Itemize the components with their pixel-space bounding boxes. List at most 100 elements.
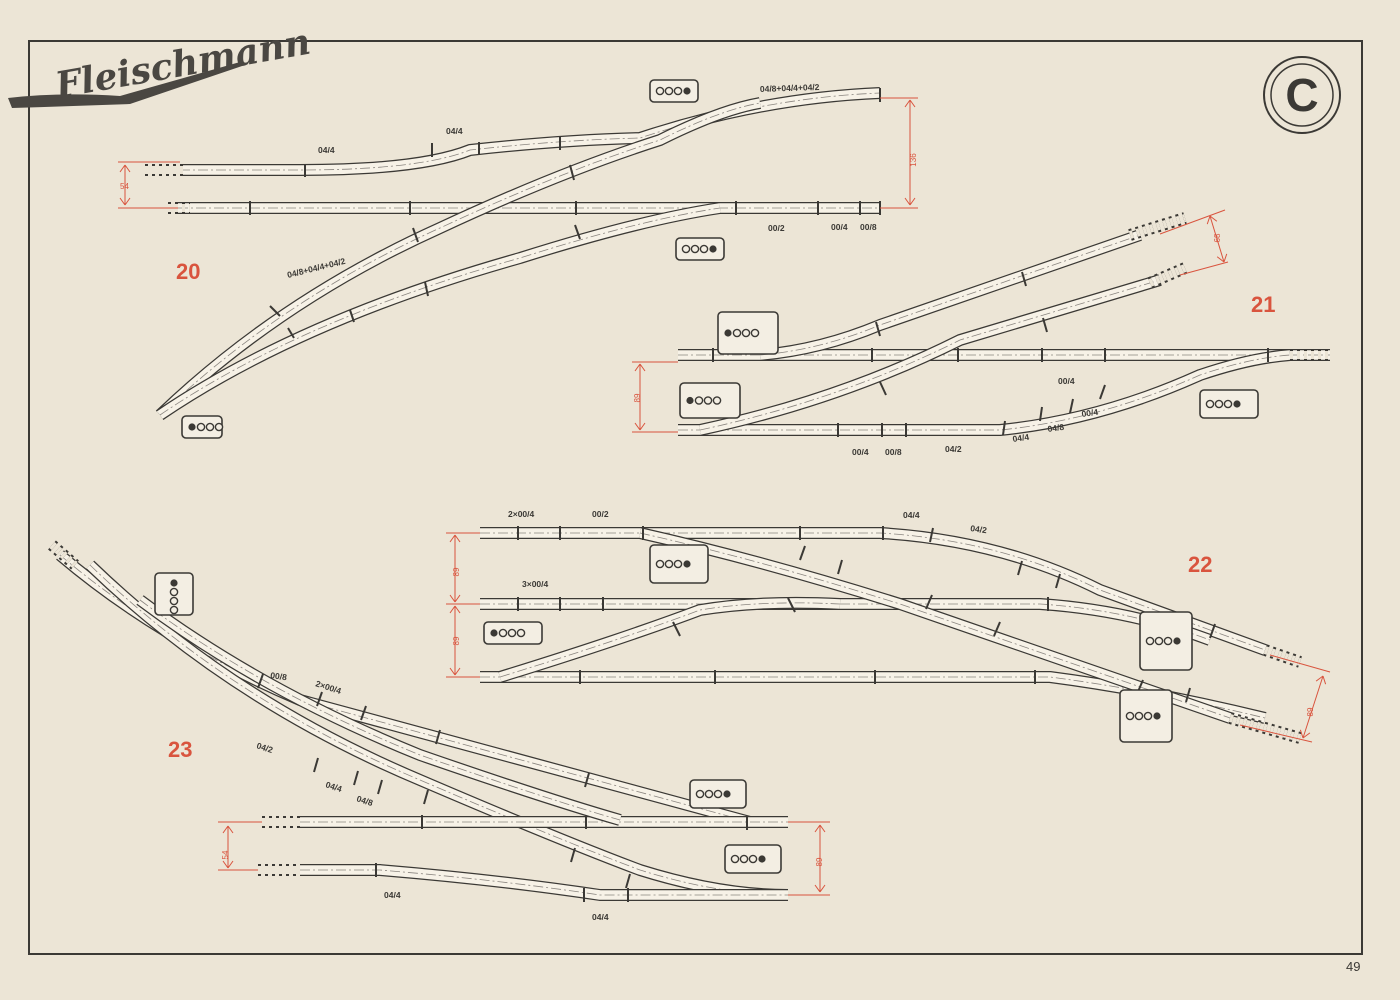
turnout-motor xyxy=(154,572,194,616)
turnout-motor-dot xyxy=(214,422,224,432)
d20-label: 04/4 xyxy=(446,126,463,136)
track-centerline xyxy=(499,602,841,678)
rail-joint xyxy=(625,873,631,889)
dimension-marker xyxy=(1206,215,1228,263)
rail-joint xyxy=(1209,623,1216,639)
rail-joint xyxy=(1039,406,1043,422)
rail-joint xyxy=(837,559,843,575)
rail-joint xyxy=(424,281,429,297)
turnout-motor-dot xyxy=(1125,711,1135,721)
turnout-motor-dot xyxy=(169,605,179,615)
turnout-motor-layer xyxy=(154,79,1259,874)
rail-joint xyxy=(574,224,581,240)
d23-label: 04/8 xyxy=(355,793,374,808)
rail-joint xyxy=(257,673,264,689)
d21-dimension: 68 xyxy=(1213,233,1222,242)
d21-label: 00/4 xyxy=(852,447,869,457)
turnout-motor-dot xyxy=(1173,637,1181,645)
turnout-motor xyxy=(675,237,725,261)
track-edge xyxy=(156,202,721,420)
track-segment xyxy=(678,349,1291,436)
dimension-marker xyxy=(814,824,826,893)
dimension-arrow xyxy=(449,534,461,543)
turnout-motor-dot xyxy=(1163,636,1173,646)
turnout-motor-dot xyxy=(188,423,196,431)
turnout-motor-dot xyxy=(758,855,766,863)
d23-label: 00/8 xyxy=(270,670,288,682)
turnout-motor-dot xyxy=(205,422,215,432)
rail-joint xyxy=(313,757,319,773)
track-centerline xyxy=(699,279,1161,431)
rail-joint xyxy=(1099,384,1106,400)
rail-joint xyxy=(672,621,681,637)
track-bed xyxy=(157,203,721,419)
dimension-arrow xyxy=(449,605,461,614)
turnout-motor xyxy=(649,79,699,103)
dimension-marker xyxy=(222,825,234,869)
dimension-marker xyxy=(119,164,131,206)
track-centerline xyxy=(89,564,789,896)
track-continuation-gap xyxy=(1228,714,1302,742)
rail-joint xyxy=(929,527,934,543)
turnout-motor-dot xyxy=(681,244,691,254)
dimension-marker xyxy=(449,534,461,603)
turnout-motor-dot xyxy=(1205,399,1215,409)
turnout-motor-dot xyxy=(1154,636,1164,646)
track-centerline xyxy=(159,102,761,416)
turnout-motor-dot xyxy=(703,396,713,405)
turnout-motor-dot xyxy=(713,789,723,799)
turnout-motor-dot xyxy=(690,244,700,254)
rail-joint xyxy=(1017,560,1023,576)
d21-label: 00/8 xyxy=(885,447,902,457)
rail-joint xyxy=(570,847,576,863)
d22-dimension: 89 xyxy=(1306,707,1315,716)
d22-dimension: 89 xyxy=(452,636,461,645)
dimension-arrow xyxy=(904,99,916,108)
track-segment xyxy=(480,598,1213,646)
track-centerline xyxy=(639,532,1231,719)
turnout-motor-dot xyxy=(748,854,758,864)
rail-joint xyxy=(287,327,295,339)
track-segment xyxy=(698,274,1162,436)
turnout-motor-dot xyxy=(1233,400,1241,408)
turnout-motor-dot xyxy=(686,396,694,405)
dimension-arrow xyxy=(119,164,131,173)
turnout-motor-dot xyxy=(664,559,674,569)
rail-joint xyxy=(1185,687,1191,703)
dimension-arrow xyxy=(222,825,234,834)
turnout-motor-dot xyxy=(750,328,760,338)
turnout-motor-dot xyxy=(724,329,732,337)
track-segment xyxy=(180,87,881,176)
d20-label: 04/8+04/4+04/2 xyxy=(760,82,820,94)
system-mark-letter: C xyxy=(1285,69,1318,121)
track-segment xyxy=(480,527,1268,656)
d23-label: 04/4 xyxy=(324,779,343,794)
dimension-arrow xyxy=(449,667,461,676)
diagram-number-23: 23 xyxy=(168,737,192,762)
d21-dimension: 89 xyxy=(633,393,642,402)
turnout-motor-dot xyxy=(516,628,526,638)
turnout-motor xyxy=(181,415,224,439)
dimension-arrow xyxy=(1216,253,1228,263)
turnout-motor-dot xyxy=(732,328,742,338)
turnout-motor-dot xyxy=(170,579,178,587)
diagram-number-22: 22 xyxy=(1188,552,1212,577)
d22-label: 00/2 xyxy=(592,509,609,519)
rail-joint xyxy=(925,594,933,610)
rail-joint xyxy=(875,321,881,337)
d22-label: 2×00/4 xyxy=(508,509,535,519)
dimension-extension xyxy=(1239,724,1313,743)
turnout-motor-dot xyxy=(169,587,179,597)
d22-label: 04/4 xyxy=(903,510,920,520)
rail-joint xyxy=(569,164,575,181)
page-frame xyxy=(28,40,1363,955)
rail-joint xyxy=(879,381,887,396)
rail-joint xyxy=(412,227,419,243)
dimension-extension xyxy=(1179,261,1229,276)
rail-joint xyxy=(316,691,323,707)
track-segment xyxy=(155,97,762,420)
track-segment xyxy=(638,527,1232,724)
dimension-arrow xyxy=(814,884,826,893)
dimension-line xyxy=(1302,675,1324,739)
